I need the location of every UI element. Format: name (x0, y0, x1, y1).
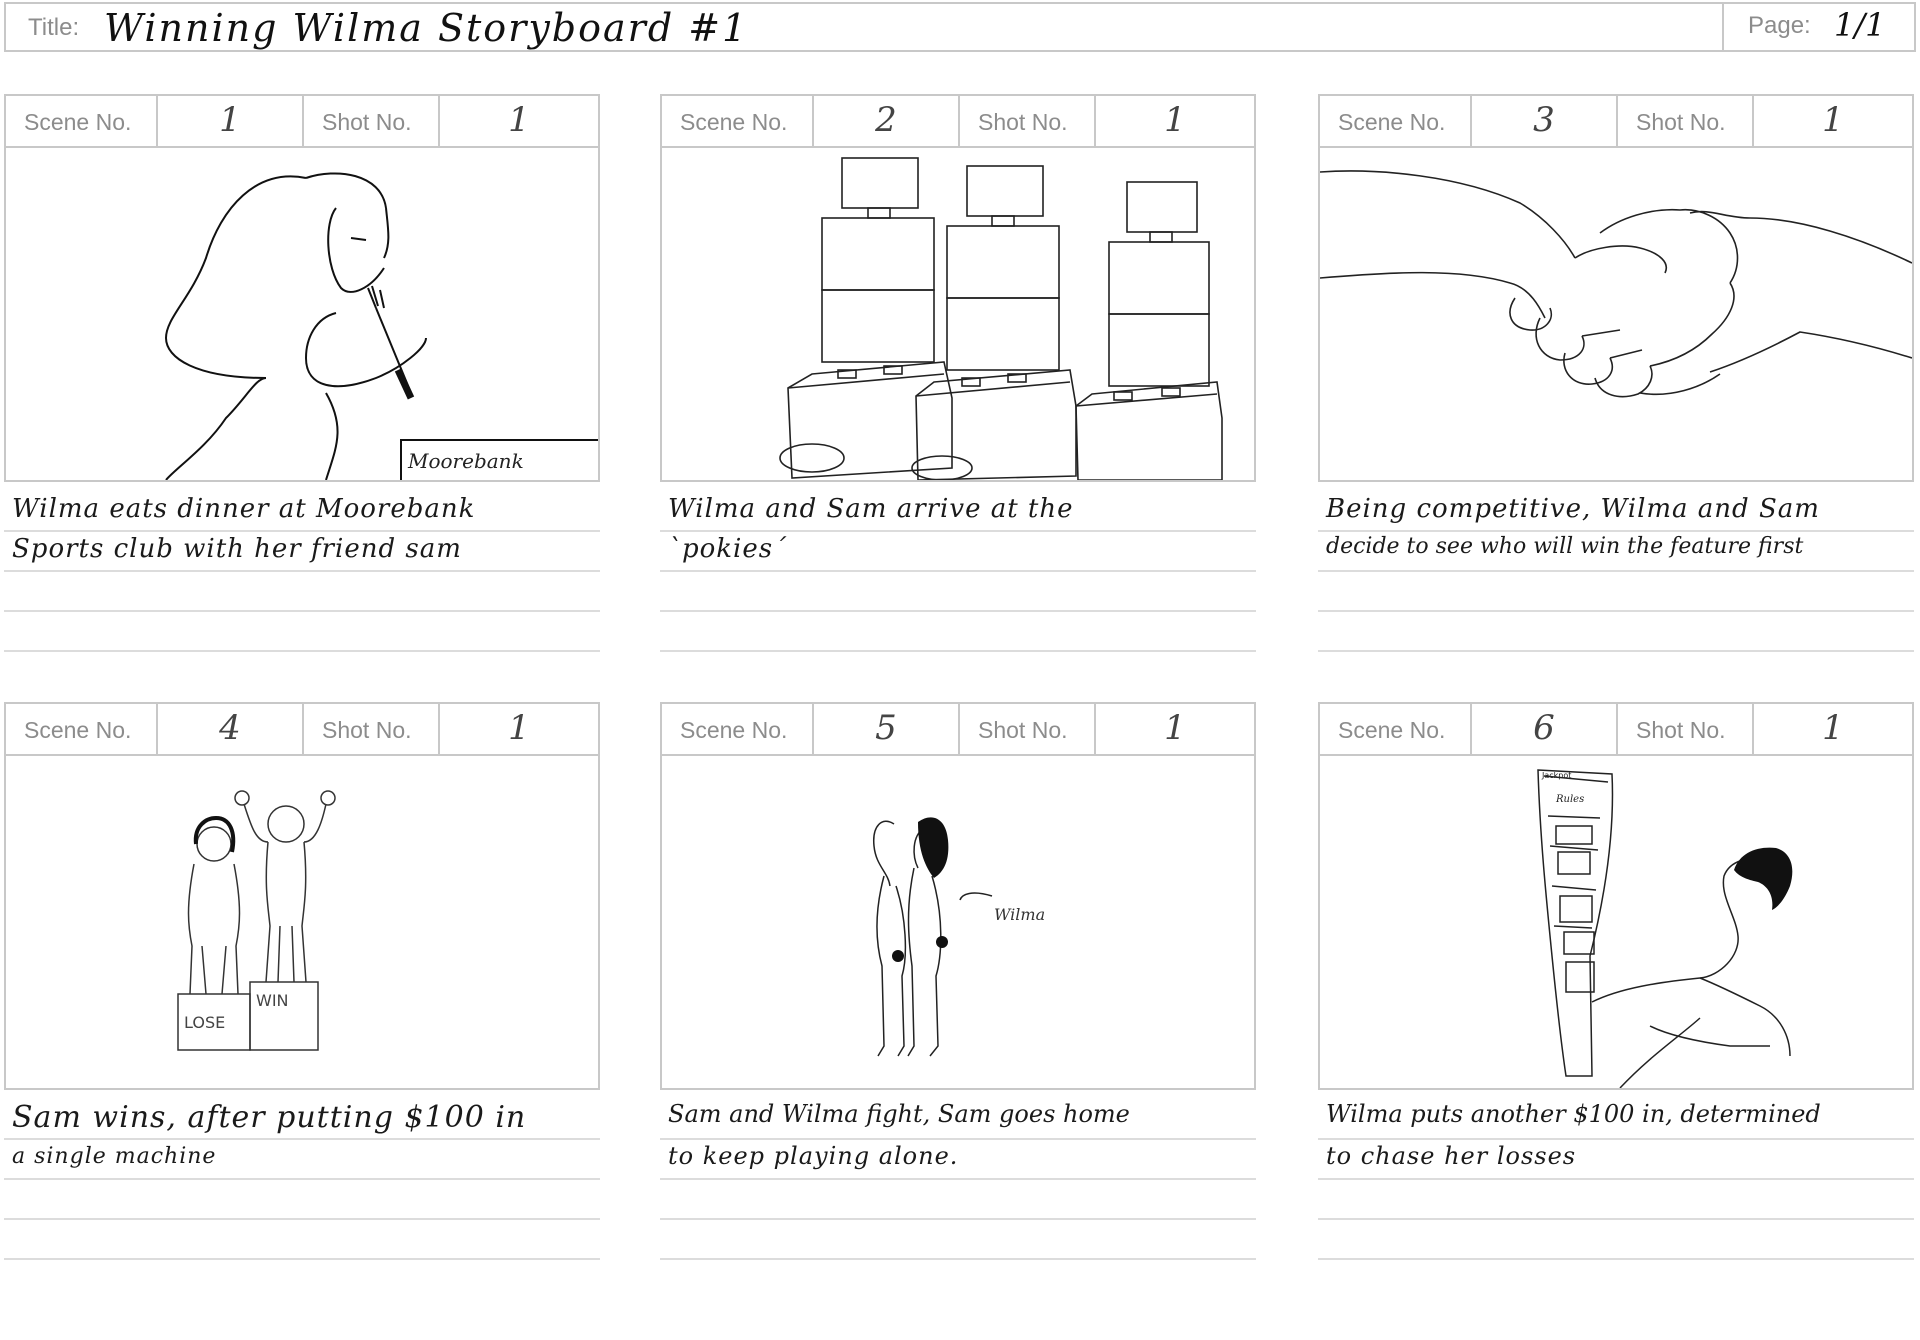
panel-header: Scene No. 1 Shot No. 1 (4, 94, 600, 148)
panel-header: Scene No. 4 Shot No. 1 (4, 702, 600, 756)
sketch-woman-at-machine: Jackpot Rules (1537, 769, 1793, 1088)
note-line-2: a single machine (12, 1144, 217, 1169)
title-label: Title: (28, 14, 80, 41)
scene-number: 2 (875, 100, 897, 140)
sketch-two-women-arguing: Wilma (873, 817, 1045, 1057)
note-line-2: decide to see who will win the feature f… (1326, 534, 1804, 559)
win-label: WIN (256, 991, 289, 1010)
sketch-slot-machines (779, 157, 1223, 480)
panel-header: Scene No. 2 Shot No. 1 (660, 94, 1256, 148)
storyboard-title: Winning Wilma Storyboard #1 (104, 6, 749, 50)
scene-number: 6 (1533, 708, 1555, 748)
moorebank-sign: Moorebank (407, 449, 524, 473)
scene-label: Scene No. (680, 109, 788, 135)
sketch-frame: Moorebank (4, 146, 600, 482)
notes-area: Sam wins, after putting $100 in a single… (4, 1100, 600, 1260)
note-line-2: `pokies´ (668, 534, 788, 564)
note-line-2: to chase her losses (1326, 1142, 1577, 1170)
shot-label: Shot No. (322, 717, 412, 743)
sketch-podium: LOSE WIN (177, 790, 336, 1051)
shot-label: Shot No. (978, 109, 1068, 135)
scene-number: 4 (219, 708, 241, 748)
wilma-arrow-label: Wilma (994, 905, 1045, 924)
scene-label: Scene No. (1338, 109, 1446, 135)
shot-label: Shot No. (1636, 109, 1726, 135)
panel-header: Scene No. 5 Shot No. 1 (660, 702, 1256, 756)
shot-label: Shot No. (322, 109, 412, 135)
scene-label: Scene No. (1338, 717, 1446, 743)
notes-area: Wilma puts another $100 in, determined t… (1318, 1100, 1914, 1260)
sketch-frame (660, 146, 1256, 482)
notes-area: Wilma eats dinner at Moorebank Sports cl… (4, 492, 600, 652)
note-line-2: to keep playing alone. (668, 1142, 959, 1170)
page-label: Page: (1748, 12, 1811, 39)
sketch-frame (1318, 146, 1914, 482)
lose-label: LOSE (184, 1013, 225, 1032)
panel-header: Scene No. 3 Shot No. 1 (1318, 94, 1914, 148)
note-line-1: Wilma puts another $100 in, determined (1326, 1100, 1821, 1128)
sketch-frame: Wilma (660, 754, 1256, 1090)
note-line-1: Sam and Wilma fight, Sam goes home (668, 1100, 1130, 1128)
title-bar: Title: Winning Wilma Storyboard #1 Page:… (4, 2, 1916, 52)
jackpot-label: Jackpot (1541, 771, 1571, 780)
note-line-1: Sam wins, after putting $100 in (12, 1100, 527, 1135)
scene-label: Scene No. (680, 717, 788, 743)
shot-number: 1 (1164, 708, 1186, 748)
scene-label: Scene No. (24, 717, 132, 743)
shot-label: Shot No. (1636, 717, 1726, 743)
scene-label: Scene No. (24, 109, 132, 135)
shot-number: 1 (508, 708, 530, 748)
panel-header: Scene No. 6 Shot No. 1 (1318, 702, 1914, 756)
sketch-handshake (1320, 170, 1912, 398)
notes-area: Being competitive, Wilma and Sam decide … (1318, 492, 1914, 652)
shot-number: 1 (1164, 100, 1186, 140)
page-number: 1/1 (1834, 6, 1886, 44)
shot-number: 1 (1822, 100, 1844, 140)
shot-number: 1 (1822, 708, 1844, 748)
sketch-woman-eating: Moorebank (164, 172, 598, 480)
shot-number: 1 (508, 100, 530, 140)
notes-area: Wilma and Sam arrive at the `pokies´ (660, 492, 1256, 652)
notes-area: Sam and Wilma fight, Sam goes home to ke… (660, 1100, 1256, 1260)
shot-label: Shot No. (978, 717, 1068, 743)
note-line-1: Wilma and Sam arrive at the (668, 494, 1074, 524)
sketch-frame: Jackpot Rules (1318, 754, 1914, 1090)
page-box: Page: 1/1 (1722, 2, 1918, 52)
sketch-frame: LOSE WIN (4, 754, 600, 1090)
note-line-1: Wilma eats dinner at Moorebank (12, 494, 476, 524)
note-line-1: Being competitive, Wilma and Sam (1326, 494, 1820, 524)
scene-number: 3 (1533, 100, 1555, 140)
scene-number: 5 (875, 708, 897, 748)
scene-number: 1 (219, 100, 241, 140)
note-line-2: Sports club with her friend sam (12, 534, 462, 564)
rules-label: Rules (1555, 794, 1584, 805)
